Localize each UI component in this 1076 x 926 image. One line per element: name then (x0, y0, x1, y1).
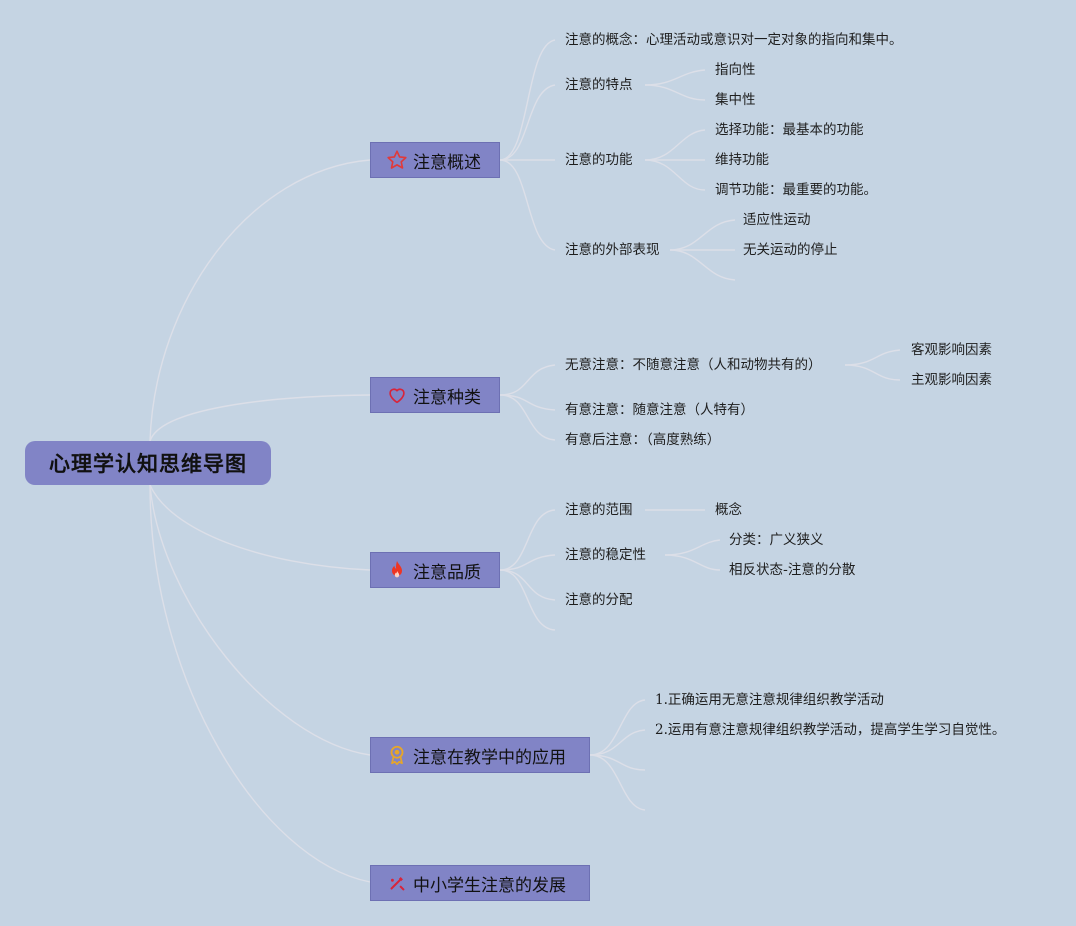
tools-icon (385, 871, 409, 895)
node-concentration[interactable]: 集中性 (715, 92, 756, 108)
node-stability[interactable]: 注意的稳定性 (565, 547, 646, 563)
node-select-function[interactable]: 选择功能：最基本的功能 (715, 122, 864, 138)
node-subjective-factors[interactable]: 主观影响因素 (911, 372, 992, 388)
branch-label: 中小学生注意的发展 (413, 875, 566, 896)
node-apply-involuntary[interactable]: 1.正确运用无意注意规律组织教学活动 (655, 692, 884, 708)
node-involuntary[interactable]: 无意注意：不随意注意（人和动物共有的） (565, 357, 822, 373)
node-opposite-state[interactable]: 相反状态-注意的分散 (729, 562, 856, 578)
branch-label: 注意品质 (413, 562, 481, 583)
flame-icon (385, 558, 409, 582)
node-external-expression[interactable]: 注意的外部表现 (565, 242, 660, 258)
node-adaptive-movement[interactable]: 适应性运动 (743, 212, 811, 228)
branch-attention-types[interactable]: 注意种类 (370, 377, 500, 413)
branch-student-development[interactable]: 中小学生注意的发展 (370, 865, 590, 901)
node-concept[interactable]: 注意的概念：心理活动或意识对一定对象的指向和集中。 (565, 32, 903, 48)
node-voluntary[interactable]: 有意注意：随意注意（人特有） (565, 402, 754, 418)
node-apply-voluntary[interactable]: 2.运用有意注意规律组织教学活动，提高学生学习自觉性。 (655, 722, 1006, 738)
node-classification[interactable]: 分类：广义狭义 (729, 532, 824, 548)
node-objective-factors[interactable]: 客观影响因素 (911, 342, 992, 358)
branch-label: 注意概述 (413, 152, 481, 173)
branch-label: 注意在教学中的应用 (413, 747, 566, 768)
node-scope[interactable]: 注意的范围 (565, 502, 633, 518)
branch-attention-overview[interactable]: 注意概述 (370, 142, 500, 178)
node-maintain-function[interactable]: 维持功能 (715, 152, 769, 168)
branch-label: 注意种类 (413, 387, 481, 408)
node-functions[interactable]: 注意的功能 (565, 152, 633, 168)
star-icon (385, 148, 409, 172)
branch-attention-quality[interactable]: 注意品质 (370, 552, 500, 588)
node-distribution[interactable]: 注意的分配 (565, 592, 633, 608)
heart-icon (385, 383, 409, 407)
node-directivity[interactable]: 指向性 (715, 62, 756, 78)
node-irrelevant-stop[interactable]: 无关运动的停止 (743, 242, 838, 258)
award-icon (385, 743, 409, 767)
root-node[interactable]: 心理学认知思维导图 (25, 441, 271, 485)
node-post-voluntary[interactable]: 有意后注意：（高度熟练） (565, 432, 721, 448)
node-features[interactable]: 注意的特点 (565, 77, 633, 93)
branch-teaching-application[interactable]: 注意在教学中的应用 (370, 737, 590, 773)
node-concept-item[interactable]: 概念 (715, 502, 742, 518)
node-regulate-function[interactable]: 调节功能：最重要的功能。 (715, 182, 877, 198)
